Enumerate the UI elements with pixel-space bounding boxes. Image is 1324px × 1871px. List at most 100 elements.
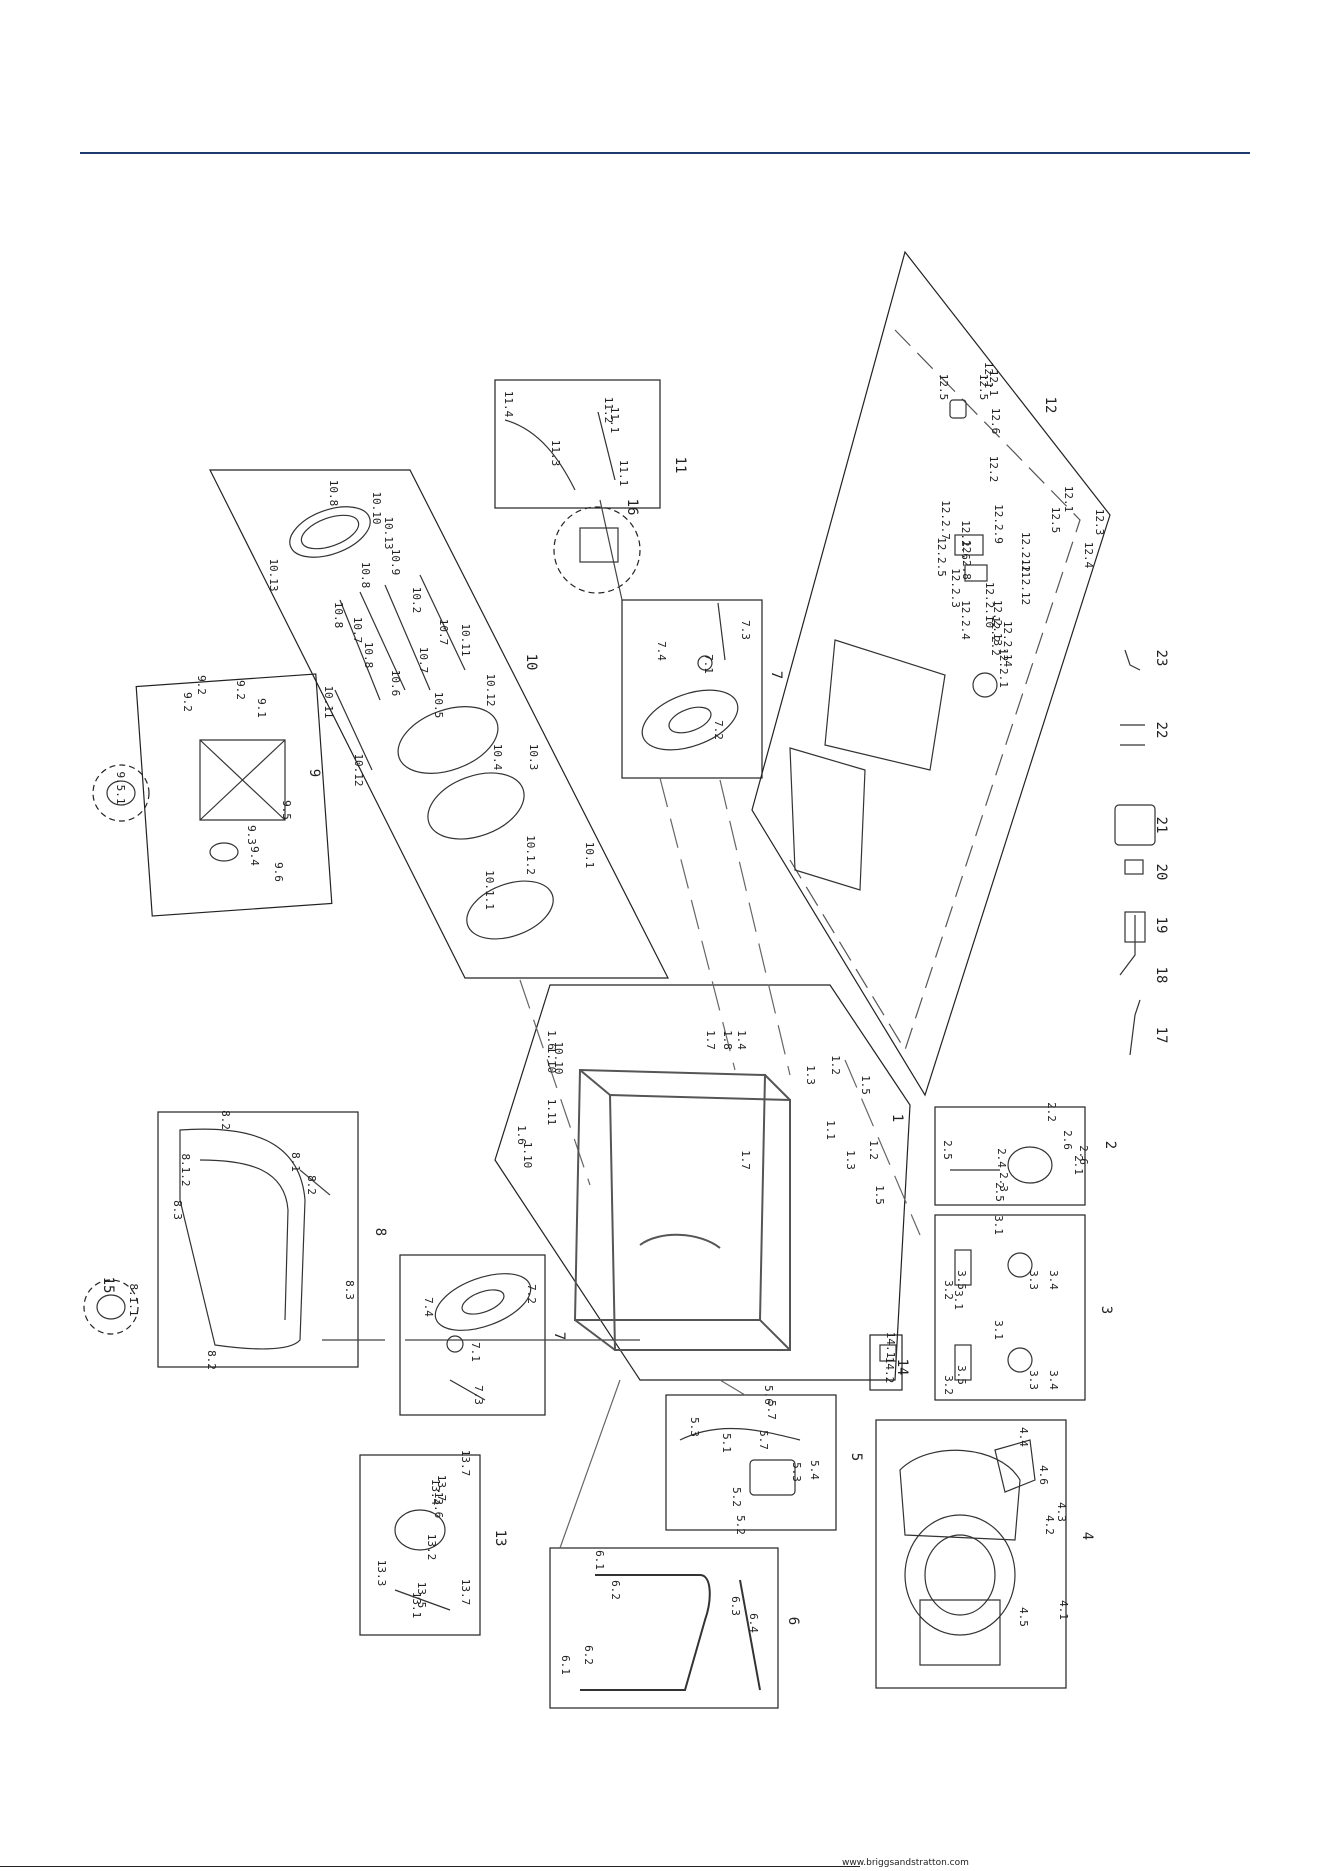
part-label: 4.2	[1043, 1515, 1056, 1535]
wheel-parts	[434, 602, 739, 1401]
part-label: 10.8	[359, 562, 372, 589]
group-label-12: 12	[1042, 397, 1058, 414]
footer-rule	[0, 1866, 860, 1867]
group-9-frame	[135, 673, 333, 917]
part-label: 9.5.1	[114, 771, 127, 804]
part-label: 10.1.2	[524, 835, 537, 875]
part-label: 7.3	[739, 620, 752, 640]
part-label: 3.2	[942, 1375, 955, 1395]
part-label: 4.4	[1017, 1427, 1030, 1447]
part-label: 10.8	[332, 602, 345, 629]
part-label: 5.7	[765, 1400, 778, 1420]
part-label: 5.3	[688, 1417, 701, 1437]
part-label: 7.2	[712, 720, 725, 740]
part-label: 1.8	[721, 1030, 734, 1050]
part-label: 3.3	[1027, 1370, 1040, 1390]
part-label: 12.2.12	[1019, 559, 1032, 605]
group-label-6: 6	[785, 1617, 801, 1625]
group-label-20: 20	[1153, 864, 1169, 881]
group-label-22: 22	[1153, 722, 1169, 739]
part-label: 7.4	[422, 1297, 435, 1317]
part-label: 8.1	[289, 1152, 302, 1172]
group-12-inner-outline	[789, 329, 1081, 1052]
part-label: 11.2	[602, 397, 615, 424]
part-label: 13.6	[432, 1492, 445, 1519]
group-12-frame	[751, 250, 1111, 1097]
part-label: 13.2	[425, 1534, 438, 1561]
part-label: 2.3	[997, 1172, 1010, 1192]
part-label: 13.7	[459, 1579, 472, 1606]
part-label: 12.2	[987, 456, 1000, 483]
group-label-13: 13	[492, 1530, 508, 1547]
part-label: 5.6	[762, 1385, 775, 1405]
part-label: 1.5	[873, 1185, 886, 1205]
part-label: 13.7	[435, 1475, 448, 1502]
group-label-10: 10	[523, 654, 539, 671]
group-label-8: 8	[372, 1228, 388, 1236]
part-label: 12.5	[977, 374, 990, 401]
part-label: 9.4	[248, 846, 261, 866]
part-label: 1.4	[735, 1030, 748, 1050]
group-7-lower-frame	[399, 1254, 546, 1416]
part-label: 12.2.13	[991, 600, 1004, 646]
part-label: 5.1	[720, 1433, 733, 1453]
part-label: 2.6	[1077, 1145, 1090, 1165]
part-label: 12.2.10	[983, 582, 996, 628]
part-label: 10.7	[417, 647, 430, 674]
part-label: 2.1	[1072, 1155, 1085, 1175]
part-label: 12.2.11	[1019, 532, 1032, 578]
group-label-21: 21	[1153, 817, 1169, 834]
group-3-frame	[934, 1214, 1086, 1401]
part-label: 1.11	[545, 1099, 558, 1126]
part-label: 12.5	[937, 374, 950, 401]
part-label: 10.7	[351, 617, 364, 644]
engine-parts	[899, 1439, 1036, 1666]
part-label: 10.11	[322, 685, 335, 718]
part-label: 10.7	[437, 619, 450, 646]
part-label: 3.1	[992, 1215, 1005, 1235]
part-label: 12.4	[1082, 542, 1095, 569]
part-label: 11.4	[502, 391, 515, 418]
part-label: 12.2.9	[992, 504, 1005, 544]
part-label: 9.3	[245, 825, 258, 845]
detail-circle-9-5-1	[92, 764, 150, 822]
part-label: 1.2	[867, 1140, 880, 1160]
part-label: 10.13	[382, 516, 395, 549]
part-label: 1.7	[739, 1150, 752, 1170]
part-label: 12.2.7	[939, 500, 952, 540]
part-label: 10.3	[527, 744, 540, 771]
part-label: 6.3	[729, 1596, 742, 1616]
part-label: 10.5	[432, 692, 445, 719]
group-label-7a: 7	[551, 1332, 567, 1340]
part-label: 12.5	[1049, 507, 1062, 534]
part-label: 13.3	[375, 1560, 388, 1587]
part-label: 11.1	[617, 460, 630, 487]
part-label: 1.1	[824, 1120, 837, 1140]
group-label-3: 3	[1098, 1306, 1114, 1314]
part-label: 7.1	[702, 654, 715, 674]
group-label-15: 15	[100, 1277, 116, 1294]
group-6-frame	[549, 1547, 779, 1709]
detail-circle-16	[553, 506, 641, 594]
part-label: 5.7	[757, 1430, 770, 1450]
part-label: 10.10	[370, 491, 383, 524]
part-label: 8.3	[171, 1200, 184, 1220]
part-label: 2.2	[1045, 1102, 1058, 1122]
part-label: 4.6	[1037, 1465, 1050, 1485]
part-label: 2.5	[993, 1182, 1006, 1202]
group-label-18: 18	[1153, 967, 1169, 984]
part-label: 13.1	[410, 1592, 423, 1619]
part-label: 10.2	[410, 587, 423, 614]
group-13-frame	[359, 1454, 481, 1636]
group-10-frame	[209, 469, 669, 979]
handle-parts	[580, 1574, 761, 1691]
carburetor-parts	[394, 1509, 451, 1611]
part-label: 9.2	[181, 692, 194, 712]
group-2-frame	[934, 1106, 1086, 1206]
part-label: 8.3	[343, 1280, 356, 1300]
part-label: 4.1	[1057, 1600, 1070, 1620]
part-label: 2.6	[1061, 1130, 1074, 1150]
mount-parts	[954, 1249, 1033, 1381]
part-label: 5.2	[734, 1515, 747, 1535]
part-label: 12.6	[989, 408, 1002, 435]
